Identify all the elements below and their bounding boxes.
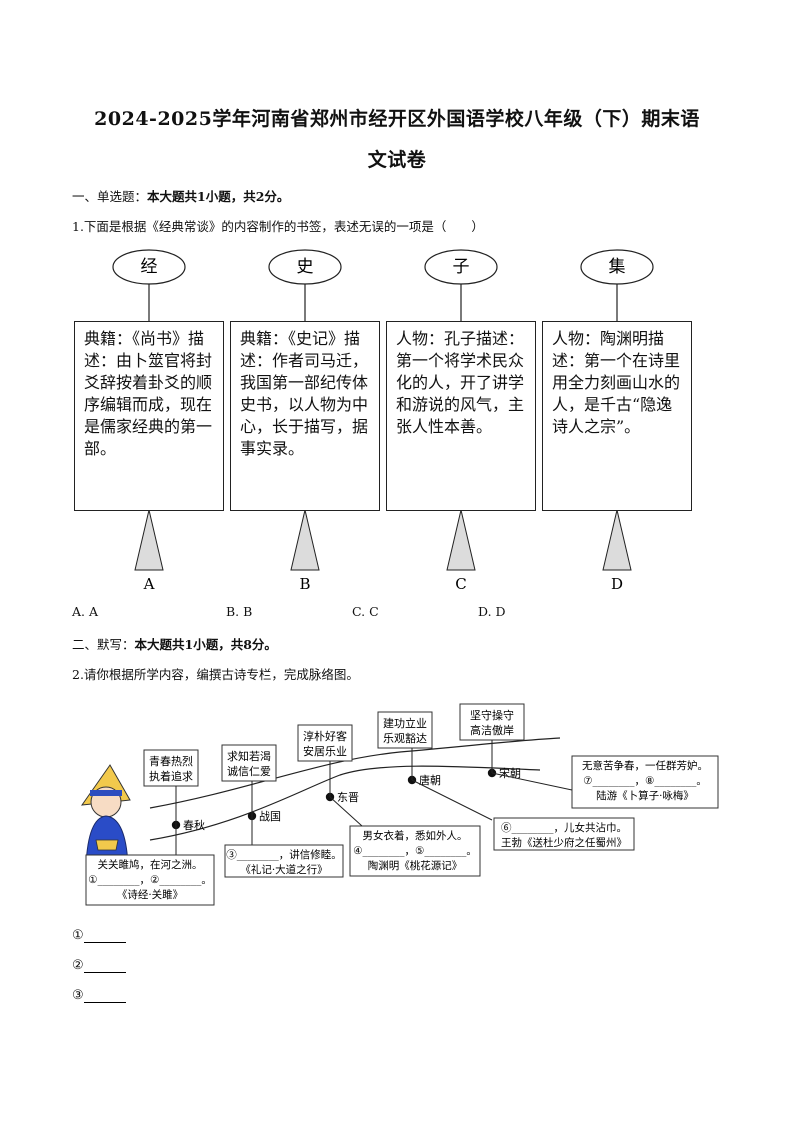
- theme-box-1-text: 执着追求: [149, 769, 193, 783]
- theme-box-5-text: 高洁傲岸: [470, 723, 514, 737]
- bookmark-card-b: 典籍：《史记》描述：作者司马迁，我国第一部纪传体史书，以人物为中心，长于描写，据…: [230, 321, 380, 511]
- scholar-headband: [90, 790, 122, 796]
- bookmark-card-a: 典籍：《尚书》描述：由卜筮官将封爻辞按着卦爻的顺序编辑而成，现在是儒家经典的第一…: [74, 321, 224, 511]
- bookmark-letter: A: [143, 575, 155, 593]
- bookmark-tag-label: 史: [297, 257, 314, 277]
- section-2-heading: 二、默写：本大题共1小题，共8分。: [72, 634, 277, 653]
- poem-box-text: 无意苦争春，一任群芳妒。: [582, 759, 708, 772]
- poem-box-text: 《诗经·关雎》: [117, 888, 183, 901]
- poem-box-text: 陆游《卜算子·咏梅》: [596, 789, 694, 802]
- section-1-heading: 一、单选题：本大题共1小题，共2分。: [72, 186, 289, 205]
- answer-blank-2-label: ②: [72, 958, 84, 973]
- poem-box-text: ①________，②________。: [88, 874, 212, 886]
- answer-blank-1[interactable]: ①: [72, 928, 126, 943]
- theme-box-4-text: 乐观豁达: [383, 731, 427, 745]
- bookmark-diagram: 经 A 史 B 子 C 集 D: [112, 249, 654, 593]
- poem-box-frame: [493, 817, 635, 851]
- era-label: 唐朝: [419, 773, 441, 787]
- exam-title-line1: 2024-2025学年河南省郑州市经开区外国语学校八年级（下）期末语: [94, 108, 700, 130]
- section-2-prefix: 二、默写：: [72, 637, 135, 652]
- poem-box-1: 关关雎鸠，在河之洲。 ①________，②________。《诗经·关雎》: [85, 854, 215, 906]
- poem-box-3: 男女衣着，悉如外人。 ④________，⑤________。陶渊明《桃花源记》: [349, 825, 481, 877]
- theme-box-3-frame: [297, 724, 353, 762]
- poem-box-frame: [571, 755, 719, 809]
- poem-box-text: ⑥________，儿女共沾巾。: [501, 821, 627, 834]
- era-connector: [329, 796, 363, 827]
- bookmark-letter: D: [611, 575, 623, 593]
- answer-line-2[interactable]: [83, 960, 126, 973]
- theme-box-2-text: 诚信仁爱: [227, 765, 271, 778]
- bookmark-card-c: 人物：孔子描述：第一个将学术民众化的人，开了讲学和游说的风气，主张人性本善。: [386, 321, 536, 511]
- bookmark-tail: [446, 509, 476, 571]
- theme-box-1-text: 青春热烈: [149, 754, 193, 768]
- answer-blank-1-label: ①: [72, 928, 84, 943]
- poem-box-2: ③________，讲信修睦。《礼记·大道之行》: [224, 844, 344, 878]
- option-a[interactable]: A. A: [72, 604, 99, 619]
- poem-box-text: ③________，讲信修睦。: [226, 848, 342, 861]
- theme-box-1-frame: [143, 749, 199, 787]
- poem-box-4: ⑥________，儿女共沾巾。王勃《送杜少府之任蜀州》: [493, 817, 635, 851]
- poem-box-text: 男女衣着，悉如外人。: [363, 829, 468, 842]
- section-2-desc: 本大题共1小题，共8分。: [134, 637, 277, 652]
- option-b[interactable]: B. B: [226, 604, 253, 619]
- theme-box-2-text: 求知若渴: [227, 749, 271, 763]
- theme-box-4-frame: [377, 711, 433, 749]
- theme-box-5-frame: [459, 703, 525, 741]
- theme-box-2-frame: [221, 744, 277, 782]
- poem-box-text: 陶渊明《桃花源记》: [368, 859, 463, 872]
- theme-box-3-text: 淳朴好客: [303, 729, 347, 743]
- poem-box-text: 关关雎鸠，在河之洲。: [98, 858, 203, 871]
- bookmark-tag-label: 集: [609, 257, 626, 277]
- poem-box-text: 《礼记·大道之行》: [240, 863, 327, 876]
- poem-box-frame: [224, 844, 344, 878]
- poem-box-5: 无意苦争春，一任群芳妒。 ⑦________，⑧________。陆游《卜算子·咏…: [571, 755, 719, 809]
- bookmark-letter: C: [455, 575, 466, 593]
- timeline-road-upper: [149, 737, 561, 809]
- exam-title-line2: 文试卷: [367, 149, 427, 171]
- bookmark-tag-label: 子: [453, 257, 470, 277]
- answer-line-1[interactable]: [83, 930, 126, 943]
- poem-box-text: ⑦________，⑧________。: [583, 775, 707, 787]
- era-label: 春秋: [183, 818, 205, 832]
- poetry-timeline-map: 青春热烈执着追求求知若渴诚信仁爱淳朴好客安居乐业建功立业乐观豁达坚守操守高洁傲岸…: [80, 703, 719, 906]
- bookmark-tail: [290, 509, 320, 571]
- timeline-road-lower: [149, 765, 541, 841]
- era-connector: [411, 779, 493, 821]
- bookmark-card-d: 人物：陶渊明描述：第一个在诗里用全力刻画山水的人，是千古“隐逸诗人之宗”。: [542, 321, 692, 511]
- answer-line-3[interactable]: [83, 990, 126, 1003]
- section-1-prefix: 一、单选题：: [72, 189, 148, 204]
- question-1-stem: 1.下面是根据《经典常谈》的内容制作的书签，表述无误的一项是（ ）: [72, 219, 484, 234]
- section-1-desc: 本大题共1小题，共2分。: [147, 189, 290, 204]
- answer-blank-3[interactable]: ③: [72, 988, 126, 1003]
- poem-box-frame: [349, 825, 481, 877]
- era-label: 战国: [259, 810, 281, 823]
- era-connector: [491, 772, 573, 791]
- theme-box-5-text: 坚守操守: [470, 708, 514, 722]
- bookmark-tail: [602, 509, 632, 571]
- poem-box-text: ④________，⑤________。: [353, 845, 477, 857]
- theme-box-3-text: 安居乐业: [303, 744, 347, 758]
- era-label: 东晋: [337, 791, 359, 804]
- scholar-figure: [80, 764, 131, 867]
- bookmark-letter: B: [299, 575, 310, 593]
- question-2-stem: 2.请你根据所学内容，编撰古诗专栏，完成脉络图。: [72, 667, 359, 682]
- scholar-sleeve: [95, 839, 119, 851]
- option-d[interactable]: D. D: [478, 604, 506, 619]
- bookmark-tag-label: 经: [141, 257, 158, 277]
- poem-box-frame: [85, 854, 215, 906]
- answer-blank-3-label: ③: [72, 988, 84, 1003]
- era-label: 宋朝: [499, 766, 521, 780]
- option-c[interactable]: C. C: [352, 604, 379, 619]
- answer-blank-2[interactable]: ②: [72, 958, 126, 973]
- bookmark-tail: [134, 509, 164, 571]
- theme-box-4-text: 建功立业: [383, 716, 427, 730]
- poem-box-text: 王勃《送杜少府之任蜀州》: [501, 836, 627, 849]
